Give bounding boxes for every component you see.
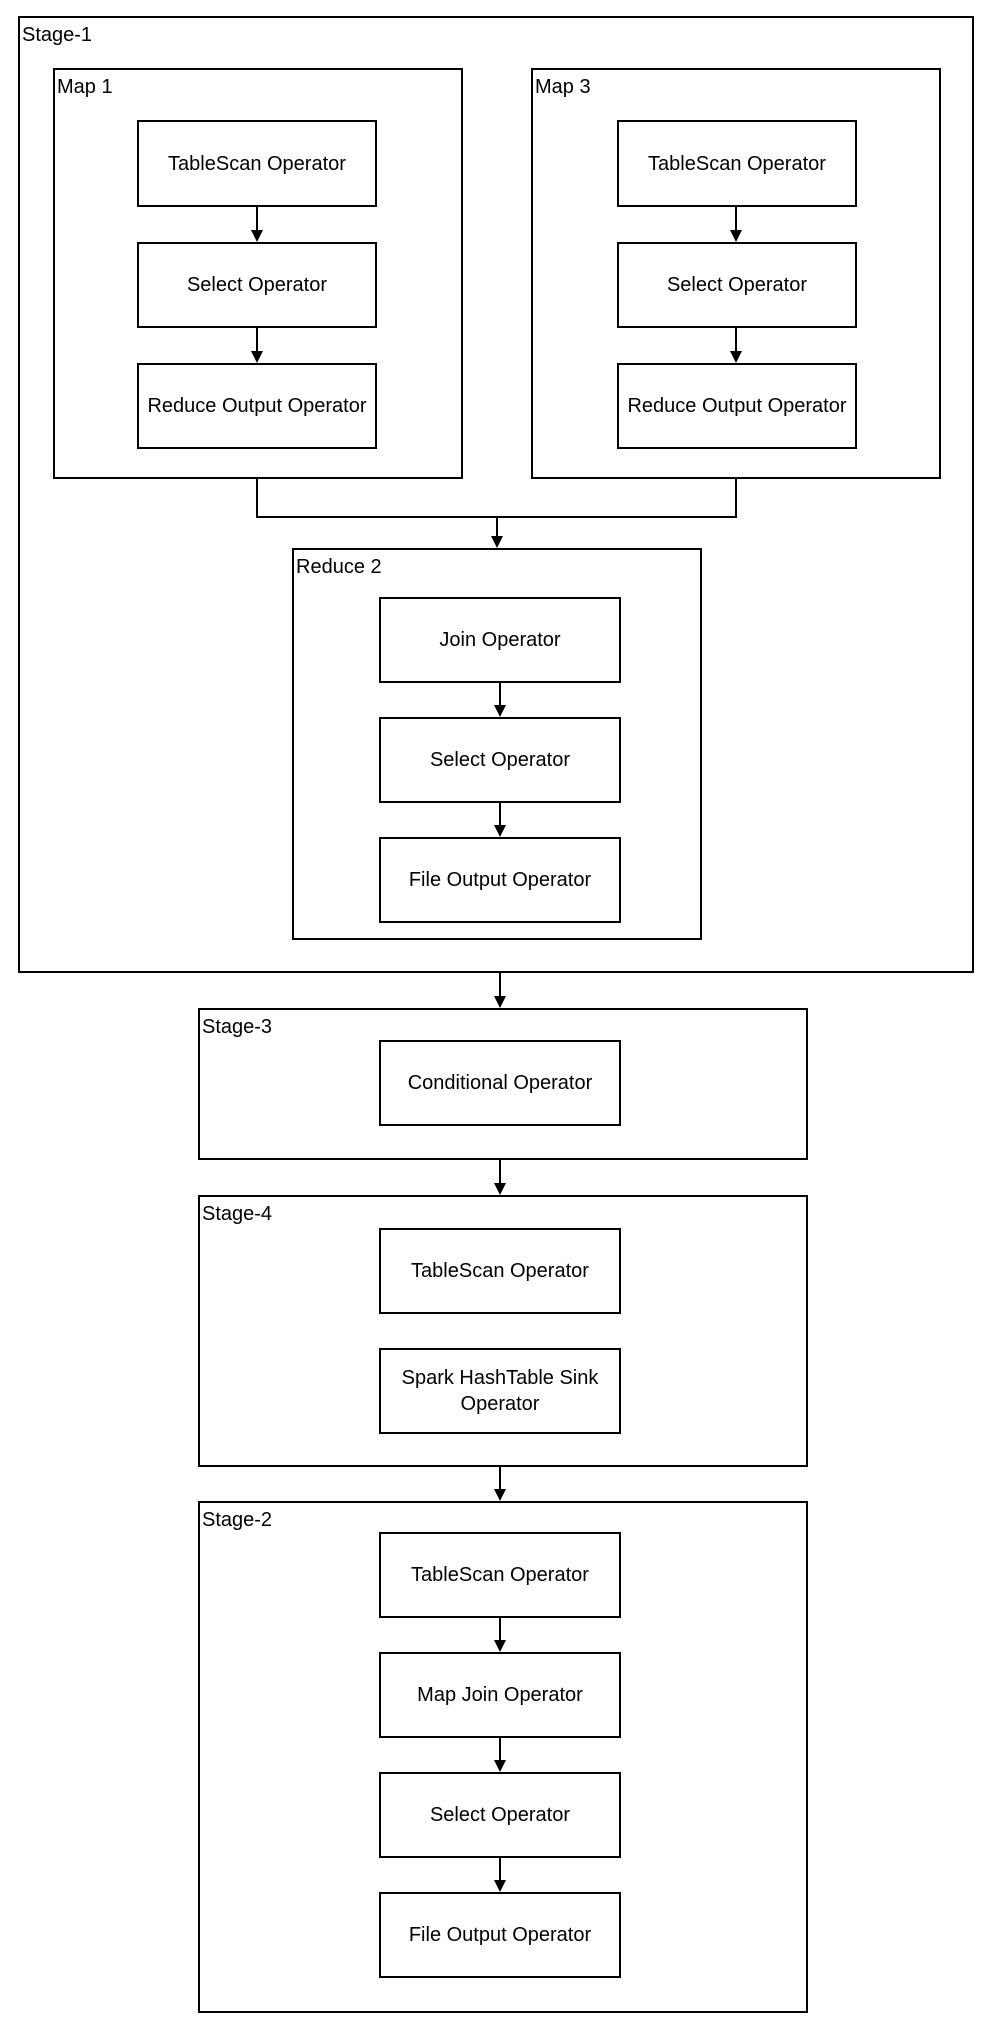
group-map-3-label: Map 3 — [535, 76, 591, 98]
node-map3-tablescan-operator: TableScan Operator — [617, 120, 857, 207]
group-reduce-2: Reduce 2 — [292, 548, 702, 940]
group-stage-4: Stage-4 — [198, 1195, 808, 1467]
arrow-stage4-to-stage2 — [494, 1467, 506, 1501]
arrow-map3-select-to-reduceoutput — [730, 328, 742, 363]
group-stage-3: Stage-3 — [198, 1008, 808, 1160]
node-map3-reduce-output-operator: Reduce Output Operator — [617, 363, 857, 449]
arrow-stage3-to-stage4 — [494, 1160, 506, 1195]
node-stage4-spark-hashtable-sink-operator: Spark HashTable Sink Operator — [379, 1348, 621, 1434]
group-map-1: Map 1 — [53, 68, 463, 479]
arrow-stage2-select-to-fileoutput — [494, 1858, 506, 1892]
node-stage3-conditional-operator: Conditional Operator — [379, 1040, 621, 1126]
arrow-reduce2-select-to-fileoutput — [494, 803, 506, 837]
node-reduce2-file-output-operator: File Output Operator — [379, 837, 621, 923]
arrow-stage2-tablescan-to-mapjoin — [494, 1618, 506, 1652]
node-map3-select-operator: Select Operator — [617, 242, 857, 328]
group-stage-1-label: Stage-1 — [22, 24, 93, 46]
arrow-map1-tablescan-to-select — [251, 207, 263, 242]
node-map1-tablescan-operator: TableScan Operator — [137, 120, 377, 207]
arrow-stage1-to-stage3 — [494, 973, 506, 1008]
node-map1-select-operator: Select Operator — [137, 242, 377, 328]
arrow-merge-into-reduce2 — [491, 517, 503, 548]
arrow-map1-select-to-reduceoutput — [251, 328, 263, 363]
arrow-reduce2-join-to-select — [494, 683, 506, 717]
group-stage-2-label: Stage-2 — [202, 1509, 273, 1531]
group-stage-3-label: Stage-3 — [202, 1016, 273, 1038]
node-stage4-tablescan-operator: TableScan Operator — [379, 1228, 621, 1314]
node-map1-reduce-output-operator: Reduce Output Operator — [137, 363, 377, 449]
node-reduce2-select-operator: Select Operator — [379, 717, 621, 803]
group-stage-4-label: Stage-4 — [202, 1203, 273, 1225]
group-reduce-2-label: Reduce 2 — [296, 556, 382, 578]
node-stage2-file-output-operator: File Output Operator — [379, 1892, 621, 1978]
group-map-3: Map 3 — [531, 68, 941, 479]
group-map-1-label: Map 1 — [57, 76, 113, 98]
node-stage2-tablescan-operator: TableScan Operator — [379, 1532, 621, 1618]
arrow-map3-tablescan-to-select — [730, 207, 742, 242]
node-stage2-map-join-operator: Map Join Operator — [379, 1652, 621, 1738]
node-reduce2-join-operator: Join Operator — [379, 597, 621, 683]
node-stage2-select-operator: Select Operator — [379, 1772, 621, 1858]
arrow-stage2-mapjoin-to-select — [494, 1738, 506, 1772]
group-stage-1: Stage-1 — [18, 16, 974, 973]
group-stage-2: Stage-2 — [198, 1501, 808, 2013]
